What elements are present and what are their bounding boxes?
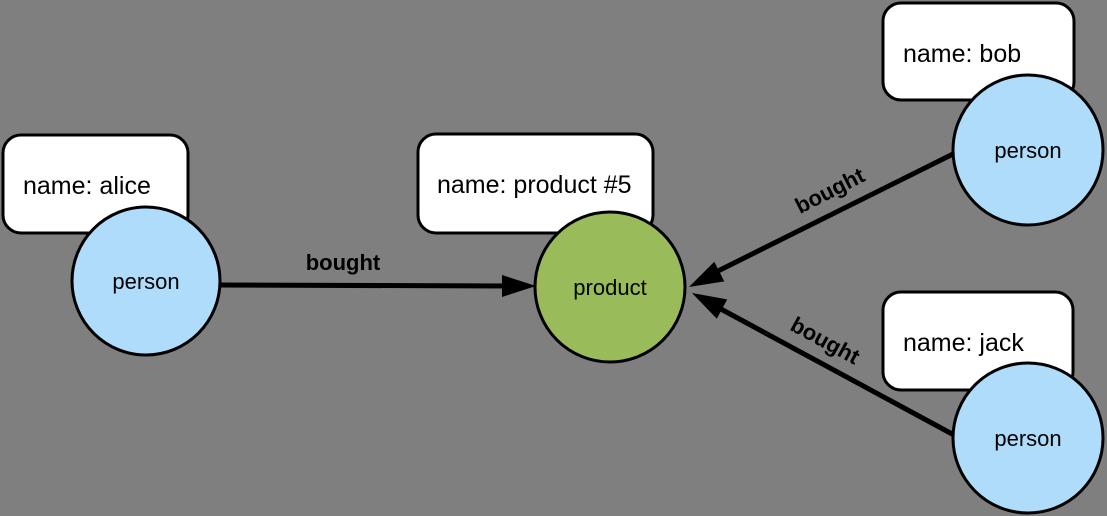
property-label-jack: name: jack <box>903 329 1024 357</box>
property-label-product: name: product #5 <box>437 171 632 199</box>
edge-label-bought: bought <box>306 250 381 275</box>
edge-line <box>714 151 955 275</box>
node-type-label: person <box>994 426 1061 451</box>
person-node-circle <box>70 205 222 357</box>
property-label-alice: name: alice <box>23 172 151 200</box>
node-bob: person <box>951 73 1105 227</box>
property-label-bob: name: bob <box>903 40 1021 68</box>
arrowhead-icon <box>692 293 728 319</box>
arrowhead-icon <box>689 261 725 287</box>
edge-alice-bought-product: bought <box>219 250 536 297</box>
person-node-circle <box>951 73 1105 227</box>
arrowhead-icon <box>502 275 536 297</box>
node-product: product <box>533 210 687 364</box>
edge-line <box>717 305 956 438</box>
node-type-label: person <box>112 269 179 294</box>
node-type-label: person <box>994 138 1061 163</box>
node-alice: person <box>70 205 222 357</box>
product-node-circle <box>533 210 687 364</box>
property-box-product: name: product #5 <box>416 132 655 235</box>
person-node-circle <box>951 361 1105 515</box>
node-type-label: product <box>573 275 646 300</box>
node-jack: person <box>951 361 1105 515</box>
property-box-rect <box>416 132 655 235</box>
edge-line <box>219 282 509 289</box>
